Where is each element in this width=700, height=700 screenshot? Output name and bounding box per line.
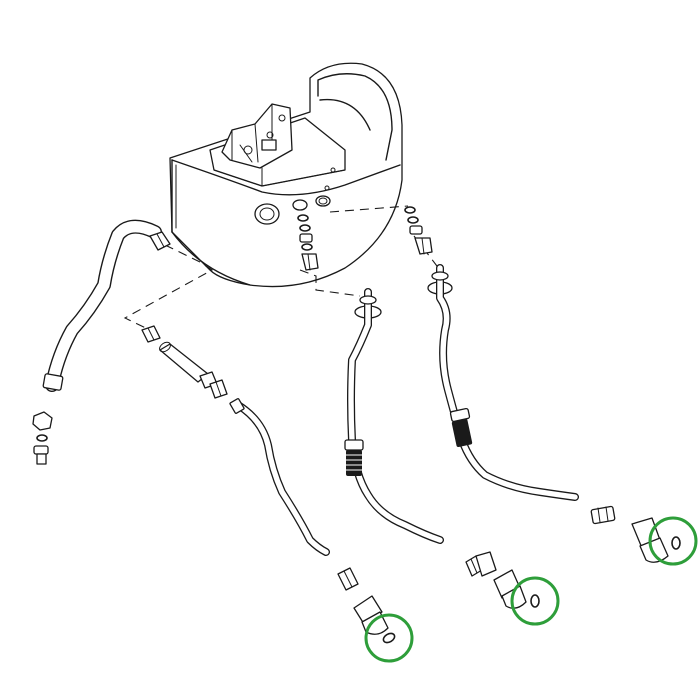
lower-fitting-middle xyxy=(465,551,527,609)
left-return-hose xyxy=(42,219,171,392)
left-drain-parts xyxy=(32,411,53,465)
fitting-stack-right xyxy=(404,206,433,255)
fitting-stack-center xyxy=(297,214,319,271)
lower-fitting-right xyxy=(590,505,669,563)
reservoir-tank xyxy=(169,62,403,288)
right-pressure-tube xyxy=(427,264,579,501)
center-pressure-tube xyxy=(344,288,444,544)
o-ring-highlight-3 xyxy=(648,516,698,566)
o-ring-highlight-2 xyxy=(510,576,560,626)
middle-tube-assembly xyxy=(141,325,330,556)
lower-fitting-left xyxy=(337,567,389,635)
o-ring-highlight-1 xyxy=(364,613,414,663)
